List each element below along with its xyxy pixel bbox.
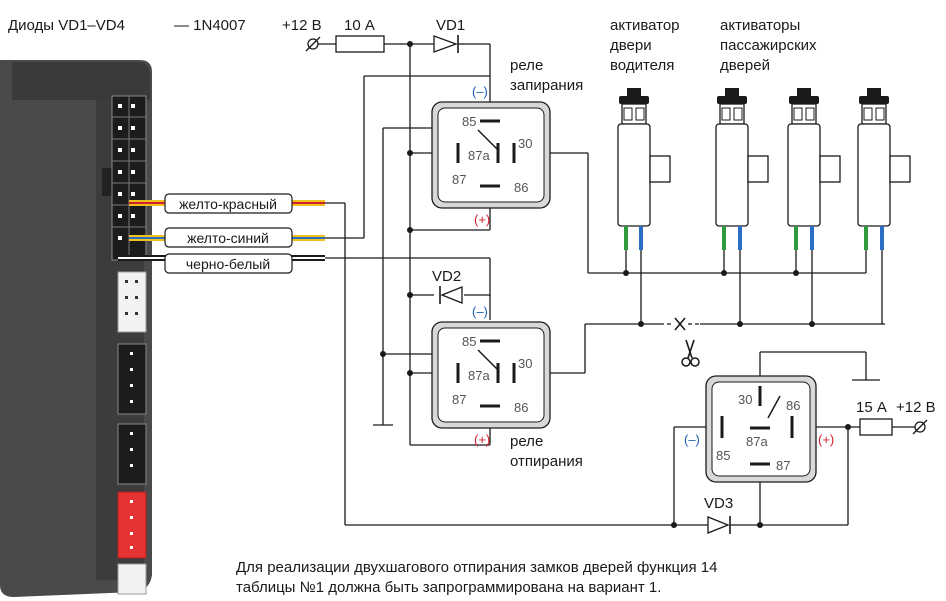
diode-part: — 1N4007 [174, 17, 246, 34]
unlock-plus: (+) [474, 432, 490, 447]
relay-lock [431, 101, 551, 209]
black-connector-2 [117, 423, 147, 485]
unlock-pin-85: 85 [462, 334, 476, 349]
svg-text:желто-синий: желто-синий [187, 230, 269, 246]
lock-minus: (–) [472, 84, 488, 99]
third-pin-85: 85 [716, 448, 730, 463]
voltage-top: +12 В [282, 17, 322, 34]
bottom-white-connector [117, 563, 147, 595]
red-connector [117, 491, 147, 559]
terminal-right-12v [912, 419, 928, 435]
unlock-relay-title-1: реле [510, 433, 543, 450]
third-pin-30: 30 [738, 392, 752, 407]
svg-text:желто-красный: желто-красный [179, 196, 277, 212]
unlock-pin-87a: 87a [468, 368, 490, 383]
lock-pin-86: 86 [514, 180, 528, 195]
passenger-actuators-line3: дверей [720, 57, 770, 74]
actuator-passenger-1 [715, 88, 769, 250]
passenger-actuators-line2: пассажирских [720, 37, 817, 54]
vd2-label: VD2 [432, 268, 461, 285]
third-pin-87: 87 [776, 458, 790, 473]
driver-actuator-line2: двери [610, 37, 652, 54]
driver-actuator-line1: активатор [610, 17, 680, 34]
label-black-white: черно-белый [164, 253, 293, 274]
lock-pin-87: 87 [452, 172, 466, 187]
third-minus: (–) [684, 432, 700, 447]
diode-vd3 [707, 516, 731, 534]
lock-pin-30: 30 [518, 136, 532, 151]
voltage-right: +12 В [896, 399, 936, 416]
fuse-right-label: 15 А [856, 399, 887, 416]
diode-vd1 [433, 35, 464, 53]
relay-unlock [431, 321, 551, 429]
fuse-10a [335, 35, 385, 53]
diode-note: Диоды VD1–VD4 [8, 17, 125, 34]
lock-relay-title-1: реле [510, 57, 543, 74]
footer-note-line1: Для реализации двухшагового отпирания за… [236, 559, 718, 576]
relay-third [705, 375, 817, 483]
unlock-pin-86: 86 [514, 400, 528, 415]
lock-pin-87a: 87a [468, 148, 490, 163]
lock-plus: (+) [474, 212, 490, 227]
wiring-lines [318, 43, 915, 526]
main-connector [111, 95, 147, 261]
terminal-top-12v [305, 36, 321, 52]
unlock-relay-title-2: отпирания [510, 453, 583, 470]
lock-relay-title-2: запирания [510, 77, 583, 94]
diode-vd2 [439, 286, 463, 304]
vd3-label: VD3 [704, 495, 733, 512]
vd1-label: VD1 [436, 17, 465, 34]
fuse-top-label: 10 А [344, 17, 375, 34]
unlock-minus: (–) [472, 304, 488, 319]
svg-text:черно-белый: черно-белый [186, 256, 270, 272]
driver-actuator-line3: водителя [610, 57, 674, 74]
unlock-pin-87: 87 [452, 392, 466, 407]
unlock-pin-30: 30 [518, 356, 532, 371]
third-plus: (+) [818, 432, 834, 447]
fuse-15a [859, 418, 893, 436]
black-connector-1 [117, 343, 147, 415]
scissors-icon [681, 339, 700, 367]
label-yellow-blue: желто-синий [164, 227, 293, 248]
third-pin-86: 86 [786, 398, 800, 413]
footer-note-line2: таблицы №1 должна быть запрограммирована… [236, 579, 661, 596]
cut-mark [660, 317, 700, 331]
passenger-actuators-line1: активаторы [720, 17, 800, 34]
junction-dots [380, 41, 851, 528]
white-connector [117, 271, 147, 333]
actuator-passenger-2 [787, 88, 841, 250]
third-pin-87a: 87a [746, 434, 768, 449]
actuator-driver [617, 88, 671, 250]
label-yellow-red: желто-красный [164, 193, 293, 214]
lock-pin-85: 85 [462, 114, 476, 129]
actuator-passenger-3 [857, 88, 911, 250]
